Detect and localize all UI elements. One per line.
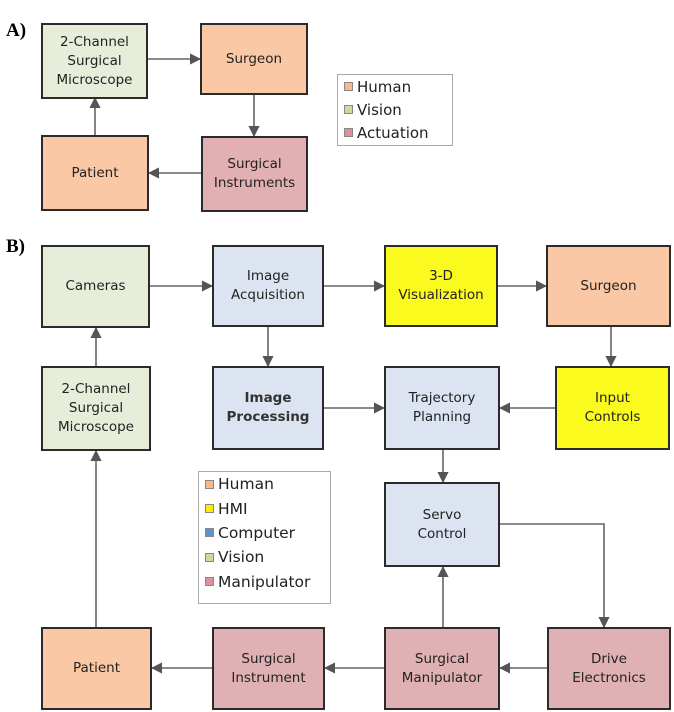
legend-panel-b: Human HMI Computer Vision Manipulator [198, 471, 331, 604]
legend-item: Vision [338, 98, 452, 121]
surgical-manipulator-box: Surgical Manipulator [384, 627, 500, 710]
legend-swatch-manipulator [205, 577, 214, 587]
legend-label: Actuation [357, 123, 429, 142]
patient-box-b: Patient [41, 627, 152, 710]
cameras-box: Cameras [41, 245, 150, 328]
legend-swatch-computer [205, 528, 214, 538]
legend-label: HMI [218, 499, 248, 518]
visualization-box: 3-D Visualization [384, 245, 498, 327]
legend-swatch-human [205, 479, 214, 489]
arrow-servo-to-drive-electronics [500, 523, 610, 629]
legend-swatch-hmi [205, 504, 214, 514]
legend-label: Computer [218, 523, 296, 542]
instruments-box: Surgical Instruments [201, 136, 308, 212]
drive-electronics-box: Drive Electronics [547, 627, 671, 710]
microscope-box: 2-Channel Surgical Microscope [41, 23, 148, 99]
legend-label: Manipulator [218, 572, 311, 591]
microscope-box-b: 2-Channel Surgical Microscope [41, 366, 151, 451]
legend-item: Human [338, 75, 452, 98]
legend-item: Actuation [338, 121, 452, 144]
legend-label: Vision [357, 100, 402, 119]
legend-label: Human [357, 77, 412, 96]
legend-item: Computer [199, 521, 330, 545]
legend-swatch-human [344, 82, 353, 91]
input-controls-box: Input Controls [555, 366, 670, 450]
legend-label: Human [218, 475, 274, 494]
legend-item: HMI [199, 496, 330, 520]
image-processing-box: Image Processing [212, 366, 324, 450]
servo-control-box: Servo Control [384, 482, 500, 567]
panel-a-label: A) [6, 20, 27, 41]
surgeon-box: Surgeon [200, 23, 308, 95]
surgeon-box-b: Surgeon [546, 245, 671, 327]
surgical-instrument-box: Surgical Instrument [212, 627, 325, 710]
legend-item: Vision [199, 545, 330, 569]
panel-b-label: B) [6, 236, 25, 257]
legend-swatch-vision [344, 105, 353, 114]
legend-swatch-vision [205, 552, 214, 562]
legend-label: Vision [218, 548, 265, 567]
legend-swatch-actuation [344, 128, 353, 137]
legend-panel-a: Human Vision Actuation [337, 74, 453, 146]
patient-box: Patient [41, 135, 149, 211]
trajectory-planning-box: Trajectory Planning [384, 366, 500, 450]
legend-item: Human [199, 472, 330, 496]
image-acquisition-box: Image Acquisition [212, 245, 324, 327]
legend-item: Manipulator [199, 570, 330, 594]
